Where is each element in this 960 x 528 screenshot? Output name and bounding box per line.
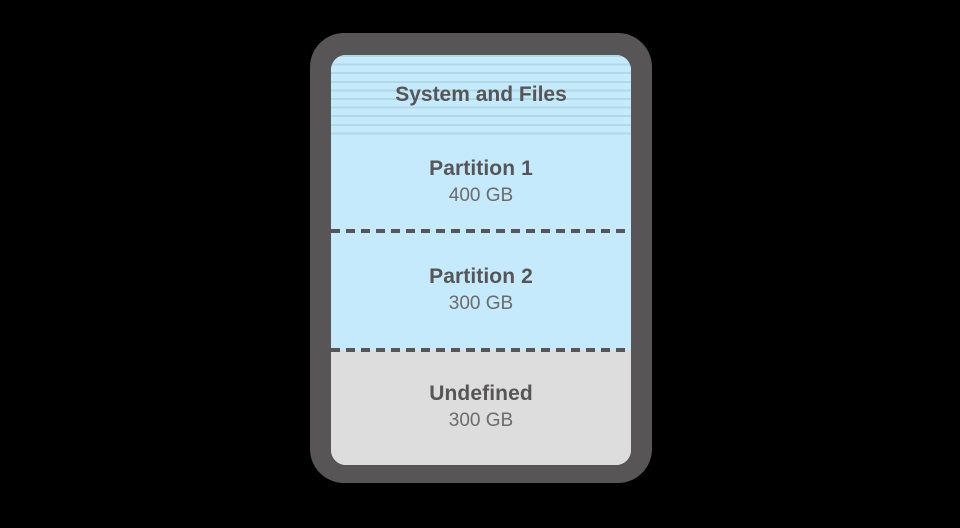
partition-2-band[interactable]: Partition 2 300 GB [331,231,631,350]
partition-1-size: 400 GB [448,185,514,207]
undefined-size: 300 GB [448,409,514,431]
partition-2-size: 300 GB [448,292,514,314]
partition-1-label: Partition 1 [429,157,533,181]
partition-divider-1[interactable] [331,229,631,233]
disk-content-area: System and Files Partition 1 400 GB Part… [331,55,631,465]
partition-divider-2[interactable] [331,348,631,352]
partition-1-band[interactable]: Partition 1 400 GB [331,135,631,231]
partition-2-label: Partition 2 [429,264,533,288]
undefined-band[interactable]: Undefined 300 GB [331,350,631,465]
system-and-files-label: System and Files [395,83,567,106]
undefined-label: Undefined [429,381,533,405]
system-and-files-band[interactable]: System and Files [331,55,631,135]
